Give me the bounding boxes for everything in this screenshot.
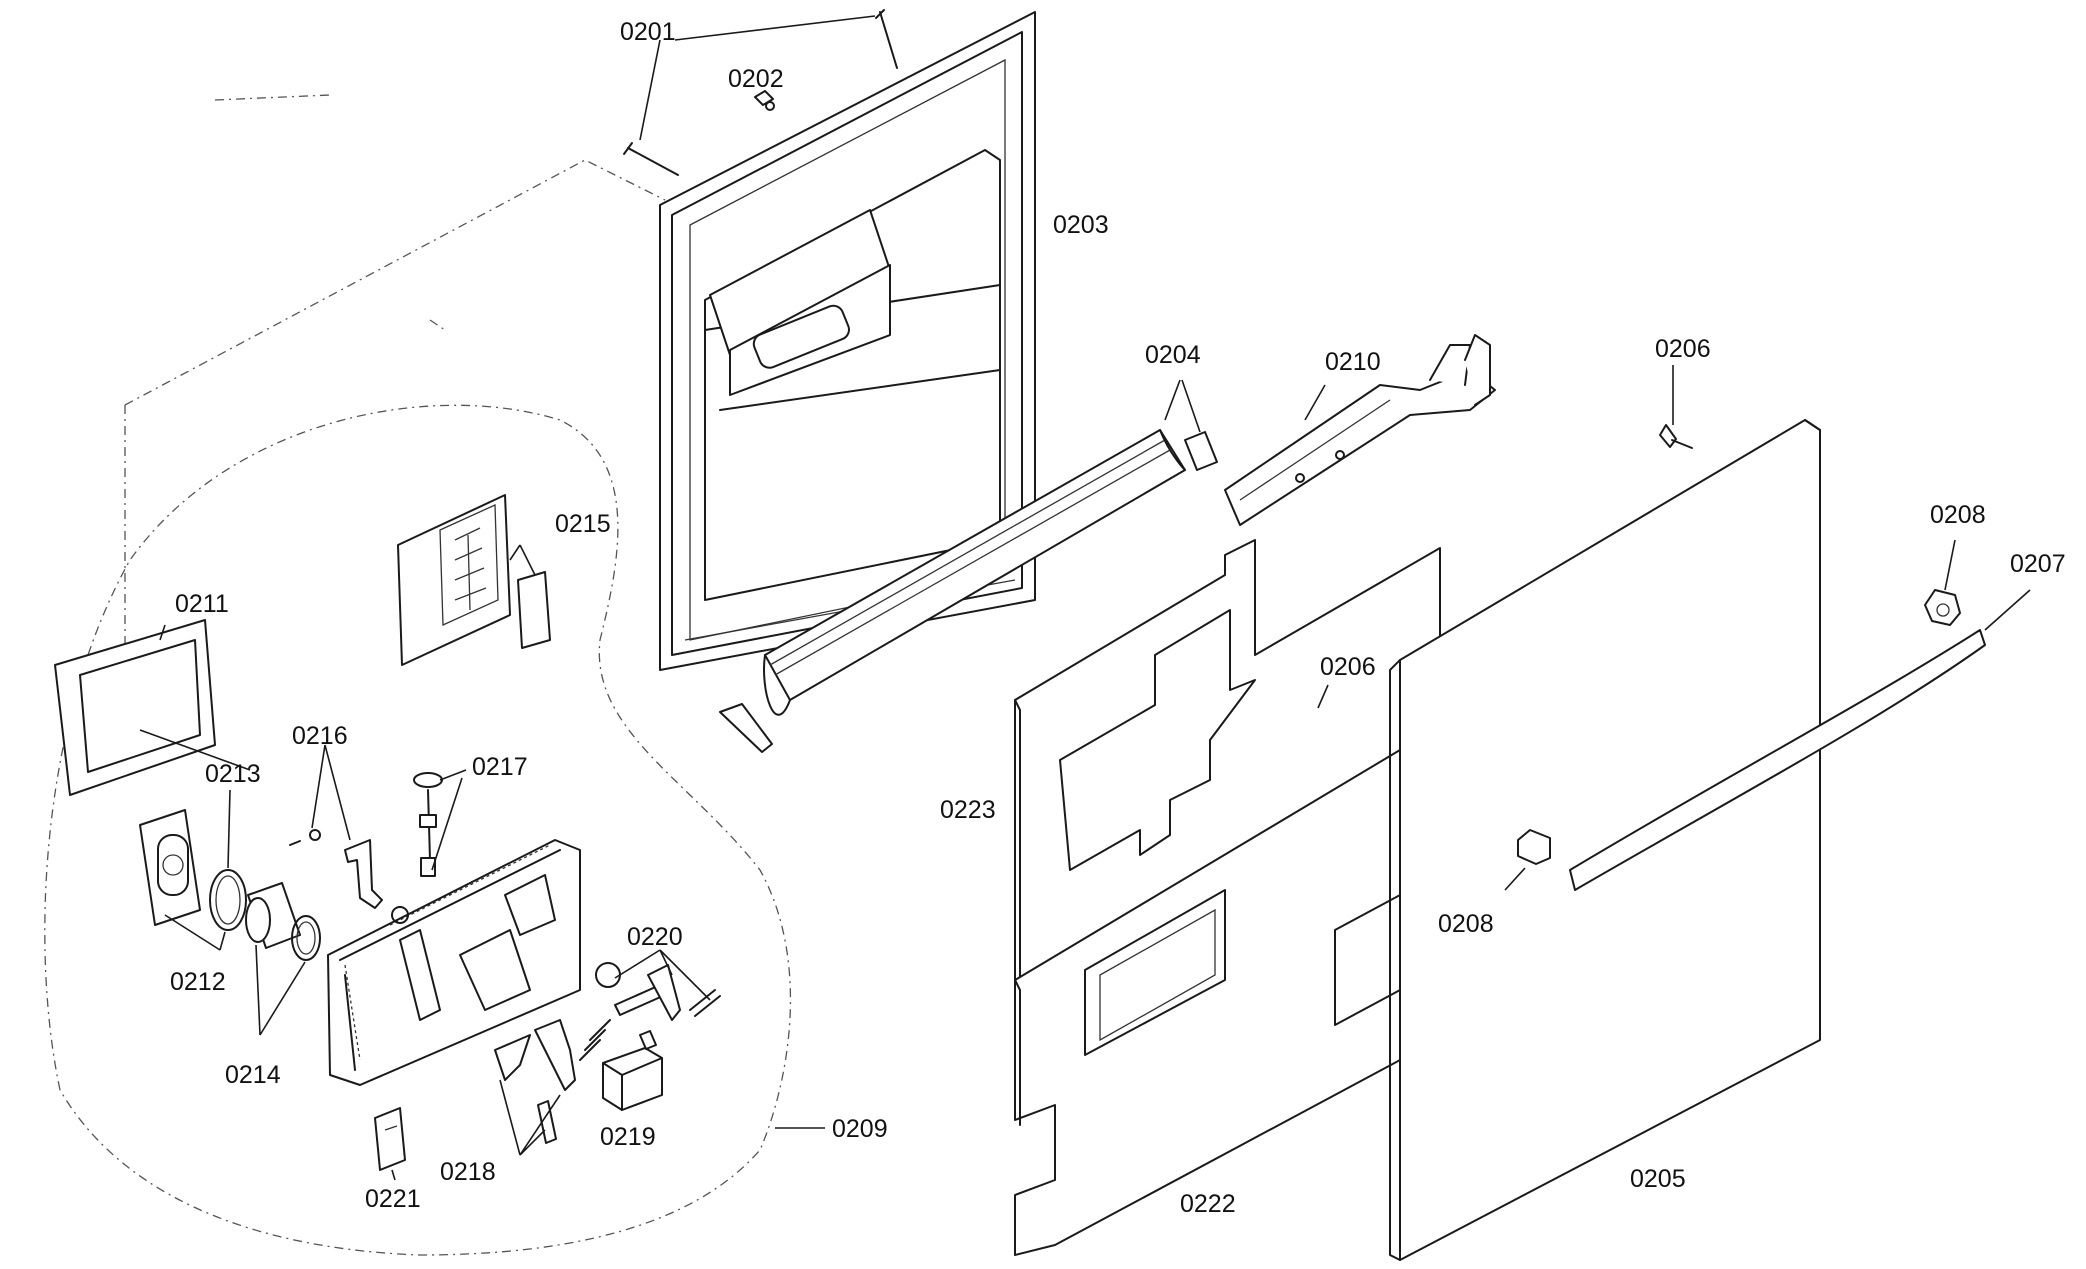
label-0210: 0210 xyxy=(1325,348,1381,376)
lever-0218[interactable] xyxy=(494,1019,611,1144)
seal-strip-0204[interactable] xyxy=(719,429,1218,753)
end-cap-0208-mid[interactable] xyxy=(1517,829,1551,865)
label-0213: 0213 xyxy=(205,760,261,788)
label-0217: 0217 xyxy=(472,753,528,781)
label-0206-top: 0206 xyxy=(1655,335,1711,363)
hinge-bracket-0210[interactable] xyxy=(1224,334,1496,526)
label-0212: 0212 xyxy=(170,968,226,996)
label-0218: 0218 xyxy=(440,1158,496,1186)
label-0216: 0216 xyxy=(292,722,348,750)
plate-0215[interactable] xyxy=(517,571,551,649)
screw-0206-top[interactable] xyxy=(1659,424,1693,449)
end-cap-0208-top[interactable] xyxy=(1924,589,1961,626)
filter-0215[interactable] xyxy=(397,494,511,666)
label-0219: 0219 xyxy=(600,1123,656,1151)
cylinder-0214[interactable] xyxy=(245,882,301,949)
label-0208-top: 0208 xyxy=(1930,501,1986,529)
part-labels: 0201 0202 0203 0204 0210 0206 0208 0207 … xyxy=(170,18,2066,1218)
label-0204: 0204 xyxy=(1145,341,1201,369)
valve-0217[interactable] xyxy=(413,772,443,877)
frame-0211[interactable] xyxy=(54,619,216,796)
inner-door-0203[interactable] xyxy=(659,11,1036,671)
label-0214: 0214 xyxy=(225,1061,281,1089)
leader-lines xyxy=(139,15,2031,1181)
ring-0214[interactable] xyxy=(291,915,321,961)
actuator-0219[interactable] xyxy=(602,1030,663,1111)
screw-0201-top[interactable] xyxy=(875,9,898,69)
label-0201: 0201 xyxy=(620,18,676,46)
label-0221: 0221 xyxy=(365,1185,421,1213)
screw-0201-left[interactable] xyxy=(623,142,679,176)
clip-0216[interactable] xyxy=(289,829,383,909)
clip-0221[interactable] xyxy=(374,1107,406,1171)
label-0202: 0202 xyxy=(728,65,784,93)
ring-0213[interactable] xyxy=(209,869,247,931)
label-0206-mid: 0206 xyxy=(1320,653,1376,681)
label-0207: 0207 xyxy=(2010,550,2066,578)
label-0215: 0215 xyxy=(555,510,611,538)
label-0223: 0223 xyxy=(940,796,996,824)
label-0220: 0220 xyxy=(627,923,683,951)
insulation-panel-0223[interactable] xyxy=(1014,539,1441,1049)
label-0222: 0222 xyxy=(1180,1190,1236,1218)
panel-0212[interactable] xyxy=(139,809,201,926)
outer-door-panel-0205[interactable] xyxy=(1389,419,1821,1261)
label-0208-mid: 0208 xyxy=(1438,910,1494,938)
label-0209: 0209 xyxy=(832,1115,888,1143)
label-0203: 0203 xyxy=(1053,211,1109,239)
dispenser-body-0209[interactable] xyxy=(327,839,581,1086)
label-0211: 0211 xyxy=(175,590,229,618)
handle-0207[interactable] xyxy=(1569,629,1986,891)
label-0205: 0205 xyxy=(1630,1165,1686,1193)
assembly-outlines xyxy=(44,94,792,1256)
clip-0202[interactable] xyxy=(754,90,775,111)
